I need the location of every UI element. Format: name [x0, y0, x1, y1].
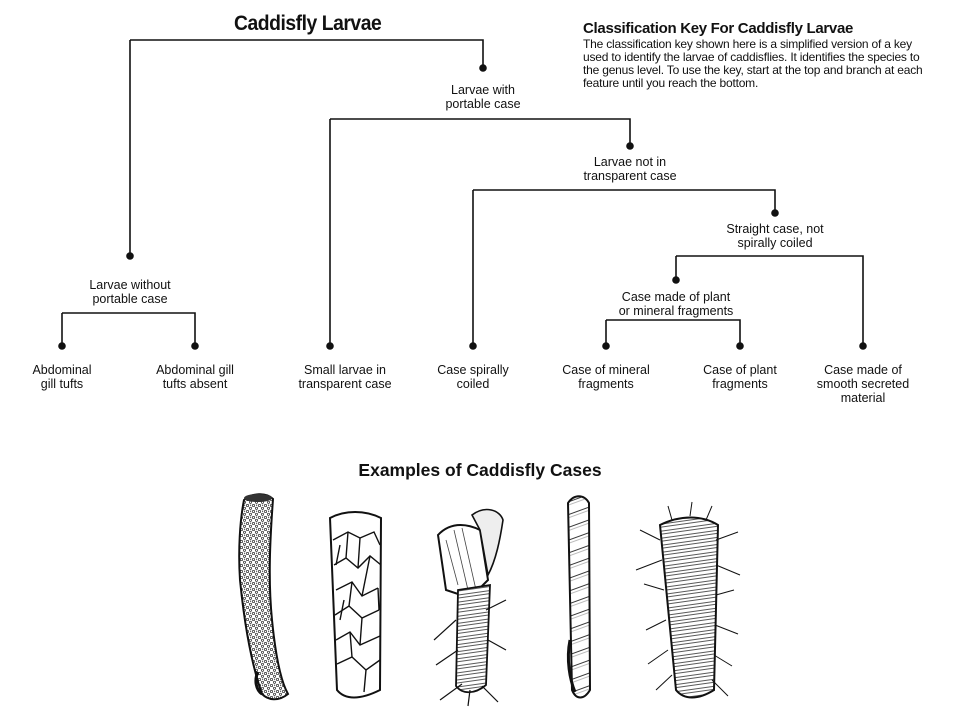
node-dot: [626, 142, 634, 150]
pebble-case: [328, 511, 383, 699]
key-title: Classification Key For Caddisfly Larvae: [583, 20, 854, 37]
branch-root: [130, 39, 484, 68]
node-dot: [326, 342, 334, 350]
node-portable-case: Larvae with portable case: [445, 83, 521, 111]
leaf-abdominal-gill-tufts: Abdominal gill tufts: [32, 363, 92, 391]
branch-not-transparent: [473, 189, 776, 213]
examples-title: Examples of Caddisfly Cases: [358, 460, 602, 480]
branch-gill: [62, 312, 196, 343]
leaf-small-transparent: Small larvae in transparent case: [298, 363, 392, 391]
node-without-portable: Larvae without portable case: [89, 278, 171, 306]
leaf-and-stick-case: [433, 508, 507, 707]
spiral-ringed-case: [566, 495, 592, 699]
smooth-sand-tube-case: [238, 493, 290, 701]
node-dot: [602, 342, 610, 350]
node-dot: [58, 342, 66, 350]
node-dot: [126, 252, 134, 260]
leaf-smooth-secreted: Case made of smooth secreted material: [816, 363, 910, 405]
twig-fiber-case: [635, 501, 741, 699]
node-dot: [859, 342, 867, 350]
leaf-plant-fragments: Case of plant fragments: [703, 363, 777, 391]
branch-plant-mineral: [606, 319, 741, 343]
branch-portable: [330, 118, 631, 146]
node-dot: [479, 64, 487, 72]
branch-straight: [676, 255, 864, 343]
node-dot: [191, 342, 199, 350]
leaf-mineral-fragments: Case of mineral fragments: [562, 363, 650, 391]
key-description: The classification key shown here is a s…: [583, 37, 923, 90]
leaf-abdominal-gill-absent: Abdominal gill tufts absent: [156, 363, 234, 391]
node-dot: [771, 209, 779, 217]
node-dot: [672, 276, 680, 284]
node-dot: [469, 342, 477, 350]
diagram-title: Caddisfly Larvae: [234, 12, 382, 35]
node-plant-mineral: Case made of plant or mineral fragments: [618, 290, 734, 318]
node-not-transparent: Larvae not in transparent case: [583, 155, 677, 183]
node-dot: [736, 342, 744, 350]
node-straight-case: Straight case, not spirally coiled: [726, 222, 824, 250]
leaf-spirally-coiled: Case spirally coiled: [437, 363, 509, 391]
